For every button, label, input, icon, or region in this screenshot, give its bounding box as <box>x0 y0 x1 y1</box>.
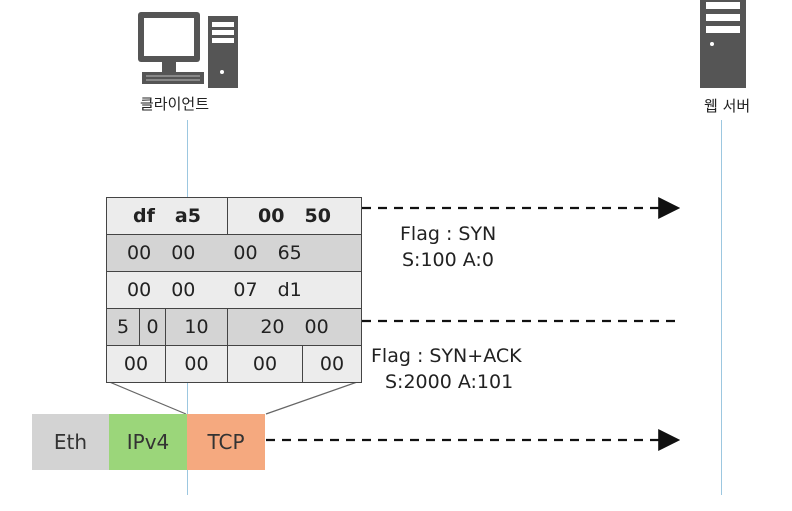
window-lo: 00 <box>304 316 329 338</box>
tcp-header-table: df a5 00 50 00 00 00 65 00 00 07 d1 5 0 … <box>106 197 362 383</box>
ack-cell: 00 00 07 d1 <box>107 272 361 308</box>
synack-seq-line: S:2000 A:101 <box>385 371 514 393</box>
checksum-lo-cell: 00 <box>166 346 228 382</box>
dst-port-cell: 00 50 <box>228 198 361 234</box>
seq-cell: 00 00 00 65 <box>107 235 361 271</box>
data-offset-cell: 5 <box>107 309 140 345</box>
ack-byte-4: d1 <box>277 279 302 301</box>
synack-flag-label: Flag : SYN+ACK S:2000 A:101 <box>371 343 522 395</box>
syn-seq-line: S:100 A:0 <box>402 249 494 271</box>
urgent-hi: 00 <box>252 353 278 375</box>
dst-port-lo: 50 <box>304 205 331 227</box>
src-port-cell: df a5 <box>107 198 228 234</box>
syn-flag-label: Flag : SYN S:100 A:0 <box>400 221 496 273</box>
urgent-hi-cell: 00 <box>228 346 303 382</box>
tcp-row-ack: 00 00 07 d1 <box>107 272 361 309</box>
server-lifeline <box>721 120 722 495</box>
server-tower-icon <box>700 0 746 88</box>
checksum-hi: 00 <box>123 353 149 375</box>
ack-byte-3: 07 <box>233 279 258 301</box>
flags: 10 <box>184 316 209 338</box>
data-offset: 5 <box>116 316 130 338</box>
window-hi: 20 <box>260 316 285 338</box>
server-label: 웹 서버 <box>704 97 751 115</box>
flags-cell: 10 <box>166 309 228 345</box>
tcp-row-ports: df a5 00 50 <box>107 198 361 235</box>
zoom-line-left <box>106 380 187 415</box>
ack-byte-2: 00 <box>171 279 196 301</box>
urgent-lo-cell: 00 <box>303 346 361 382</box>
client-label: 클라이언트 <box>140 95 210 113</box>
checksum-hi-cell: 00 <box>107 346 166 382</box>
zoom-line-right <box>265 380 361 415</box>
seq-byte-4: 65 <box>277 242 302 264</box>
seq-byte-1: 00 <box>127 242 152 264</box>
dst-port-hi: 00 <box>258 205 285 227</box>
reserved: 0 <box>146 316 159 338</box>
src-port-lo: a5 <box>174 205 201 227</box>
tcp-row-flags: 5 0 10 20 00 <box>107 309 361 346</box>
ipv4-block: IPv4 <box>109 414 187 470</box>
urgent-lo: 00 <box>319 353 345 375</box>
checksum-lo: 00 <box>184 353 209 375</box>
synack-flag-line: Flag : SYN+ACK <box>371 345 522 367</box>
ack-byte-1: 00 <box>127 279 152 301</box>
tcp-block: TCP <box>187 414 265 470</box>
reserved-cell: 0 <box>140 309 166 345</box>
seq-byte-2: 00 <box>171 242 196 264</box>
desktop-computer-icon <box>138 12 238 88</box>
tcp-row-seq: 00 00 00 65 <box>107 235 361 272</box>
seq-byte-3: 00 <box>233 242 258 264</box>
src-port-hi: df <box>133 205 155 227</box>
window-cell: 20 00 <box>228 309 361 345</box>
tcp-row-checksum: 00 00 00 00 <box>107 346 361 382</box>
syn-flag-line: Flag : SYN <box>400 223 497 245</box>
eth-block: Eth <box>32 414 109 470</box>
